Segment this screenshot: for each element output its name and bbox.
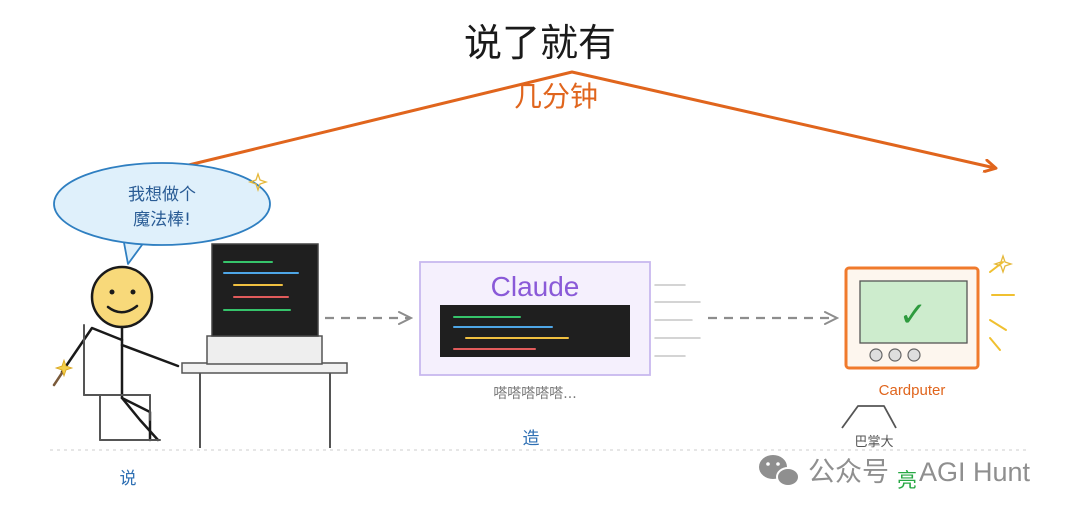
laptop — [206, 243, 323, 365]
magic-wand-icon — [52, 358, 74, 387]
stage-build-label: 造 — [523, 429, 540, 449]
speech-bubble: 我想做个 魔法棒! — [53, 162, 271, 265]
time-label: 几分钟 — [514, 80, 598, 113]
watermark-prefix: 公众号 — [808, 457, 889, 488]
watermark-marker: 亮 — [897, 468, 917, 492]
page-title: 说了就有 — [464, 21, 616, 65]
claude-code-lines — [453, 316, 569, 350]
stage-say-label: 说 — [120, 469, 137, 489]
person-figure — [60, 265, 180, 442]
speech-line-1: 我想做个 — [128, 185, 196, 205]
cardputer-device: ✓ — [844, 266, 980, 370]
sparkle-icon — [992, 253, 1014, 275]
speech-line-2: 魔法棒! — [133, 210, 191, 230]
device-label: Cardputer — [879, 382, 946, 399]
check-icon: ✓ — [899, 295, 928, 335]
claude-label: Claude — [491, 271, 580, 302]
speed-lines — [654, 284, 701, 357]
size-bracket — [841, 405, 897, 429]
time-arrow — [166, 70, 995, 170]
claude-box: Claude — [419, 261, 651, 376]
palm-size-label: 巴掌大 — [854, 435, 893, 450]
sparkle-icon — [247, 171, 269, 193]
watermark-name: AGI Hunt — [919, 457, 1031, 487]
typing-label: 嗒嗒嗒嗒嗒... — [493, 386, 576, 402]
laptop-code-lines — [223, 261, 299, 311]
glow-rays — [989, 261, 1015, 351]
chair — [83, 324, 161, 441]
desk — [181, 362, 348, 448]
wechat-icon — [759, 455, 800, 487]
